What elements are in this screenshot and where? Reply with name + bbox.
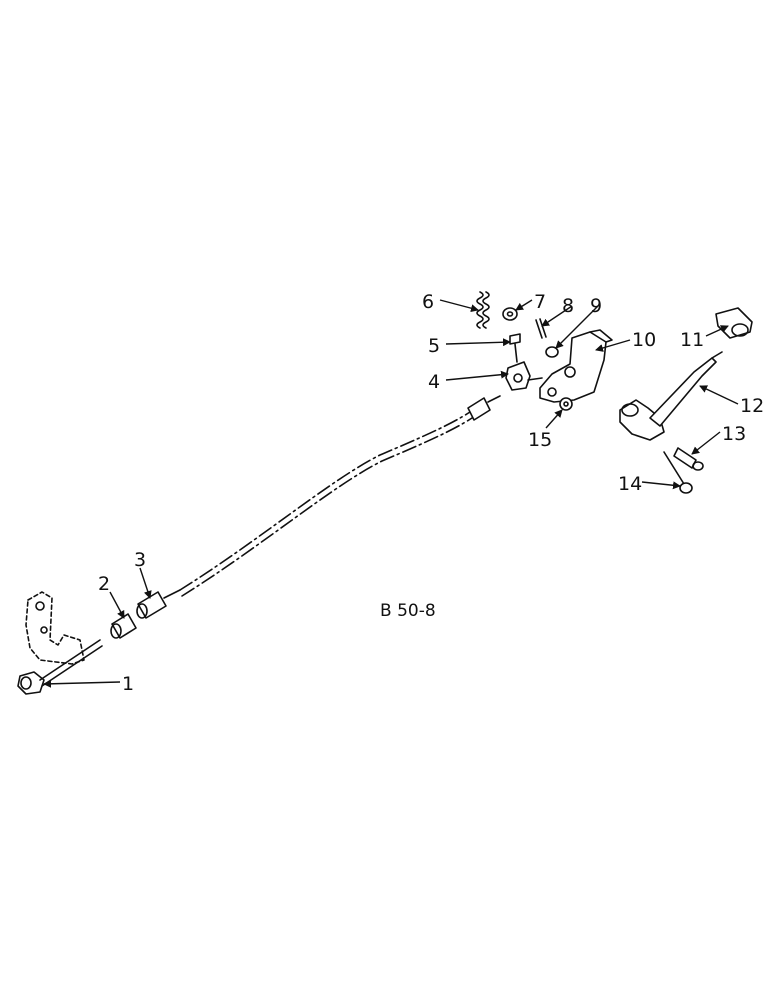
clevis-pin-13	[673, 447, 704, 471]
callout-6: 6	[422, 291, 434, 313]
callout-10: 10	[632, 329, 656, 351]
callout-3: 3	[134, 549, 146, 571]
callout-13: 13	[722, 423, 746, 445]
washer-9	[545, 346, 559, 358]
callout-9: 9	[590, 295, 602, 317]
callout-15: 15	[528, 429, 552, 451]
pedal-lever	[619, 351, 723, 441]
callout-1: 1	[122, 673, 134, 695]
callout-14: 14	[618, 473, 642, 495]
return-spring	[476, 291, 490, 329]
callout-labels: 1 2 3 4 5 6 7 8 9 10 11 12 13 14 15	[98, 291, 764, 695]
callout-4: 4	[428, 371, 440, 393]
pin-8	[535, 318, 547, 339]
cable-end-fitting	[467, 395, 501, 421]
nut-15	[559, 397, 573, 411]
callout-2: 2	[98, 573, 110, 595]
callout-11: 11	[680, 329, 704, 351]
callout-12: 12	[740, 395, 764, 417]
leader-lines	[43, 299, 739, 688]
washer-7	[502, 307, 518, 321]
control-cable	[179, 411, 473, 597]
bolt-5	[509, 333, 521, 363]
cable-sleeve	[136, 589, 181, 619]
pedal-pad	[715, 307, 753, 339]
callout-5: 5	[428, 335, 440, 357]
pedal-bracket	[539, 329, 613, 403]
lower-bracket	[25, 591, 85, 665]
callout-8: 8	[562, 295, 574, 317]
swivel-block	[505, 361, 543, 391]
callout-7: 7	[534, 291, 546, 313]
clevis-end	[17, 639, 103, 695]
figure-caption: B 50-8	[380, 601, 436, 621]
